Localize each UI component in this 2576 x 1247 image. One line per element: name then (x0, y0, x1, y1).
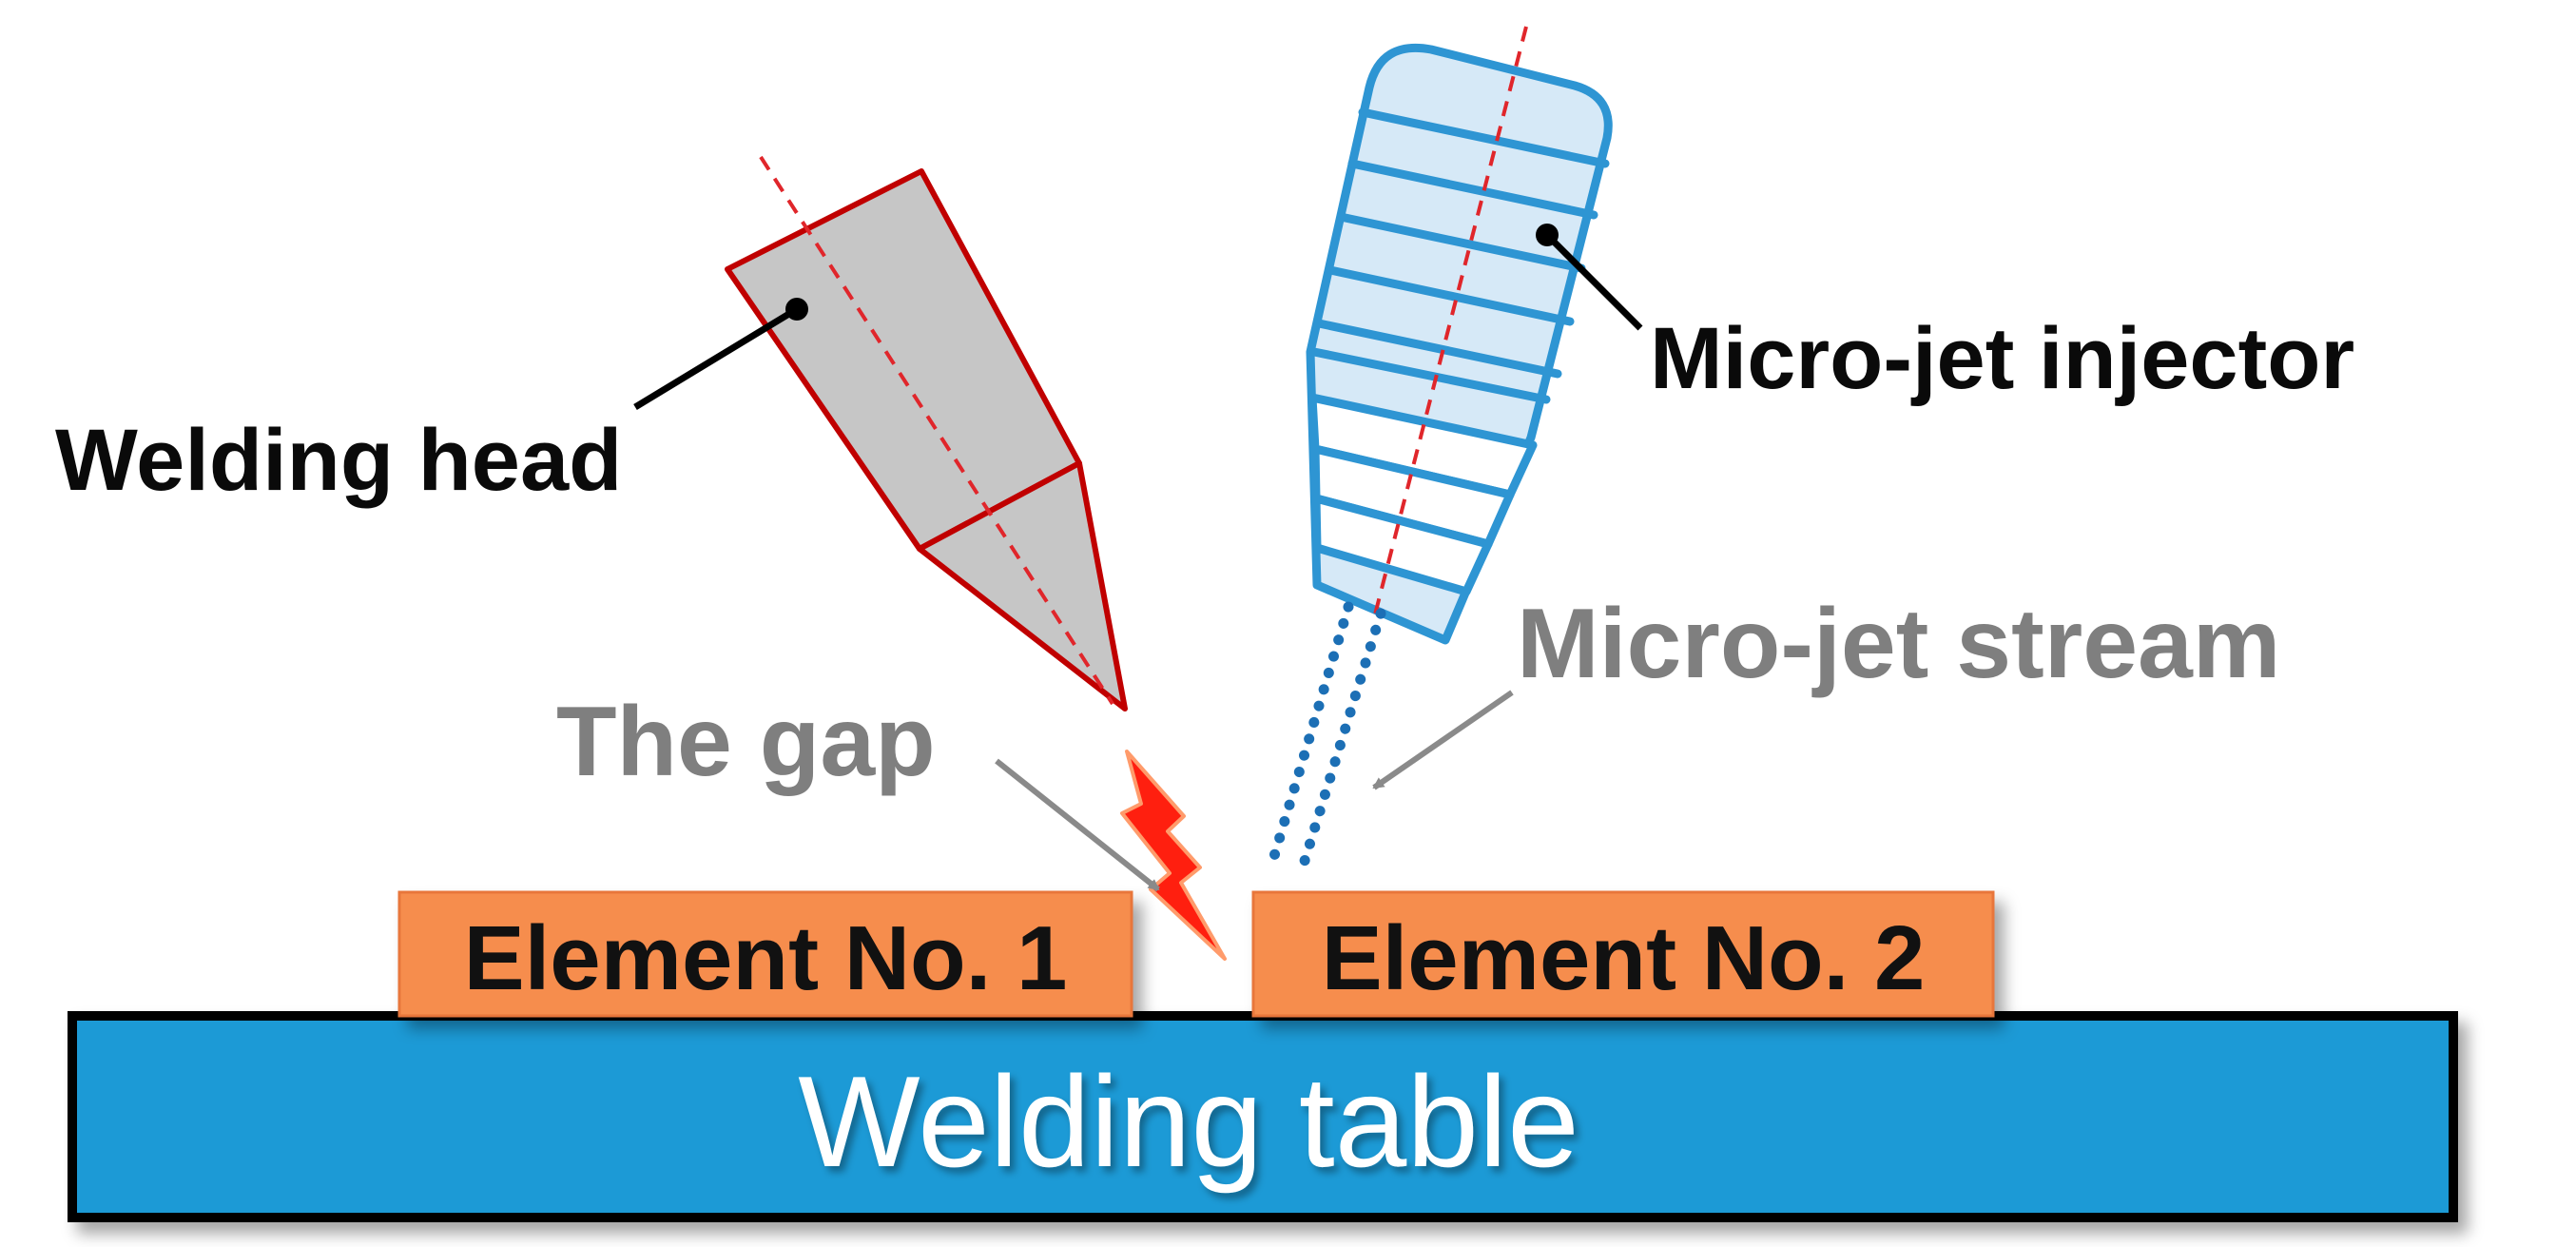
welding-head (633, 155, 1128, 711)
injector-rings (1309, 107, 1610, 404)
welding-head-leader-line (633, 306, 799, 410)
micro-jet-stream (1269, 601, 1386, 867)
injector-nozzle (1307, 393, 1538, 596)
the-gap-label: The gap (556, 687, 936, 797)
stream-dots-left (1269, 601, 1354, 862)
the-gap-arrow (995, 758, 1160, 892)
welding-table-body (68, 1011, 2458, 1222)
injector-leader-line (1544, 232, 1643, 331)
element-1-label: Element No. 1 (464, 907, 1068, 1009)
element-2: Element No. 2 (1251, 890, 1995, 1018)
micro-jet-injector-label: Micro-jet injector (1650, 310, 2354, 407)
stream-dots-right (1299, 608, 1386, 867)
element-2-label: Element No. 2 (1322, 907, 1926, 1009)
welding-head-tip (917, 460, 1128, 711)
welding-table-label: Welding table (798, 1049, 1579, 1194)
element-2-block (1251, 890, 1995, 1018)
micro-jet-stream-arrow (1372, 690, 1514, 790)
micro-jet-injector (1306, 26, 1643, 645)
welding-table: Welding table (68, 1011, 2458, 1222)
lightning-spark-icon (1120, 750, 1227, 961)
welding-head-axis-line (759, 155, 1114, 706)
micro-jet-stream-label: Micro-jet stream (1517, 589, 2280, 699)
element-1: Element No. 1 (397, 890, 1133, 1018)
welding-head-label: Welding head (55, 412, 622, 509)
element-1-block (397, 890, 1133, 1018)
